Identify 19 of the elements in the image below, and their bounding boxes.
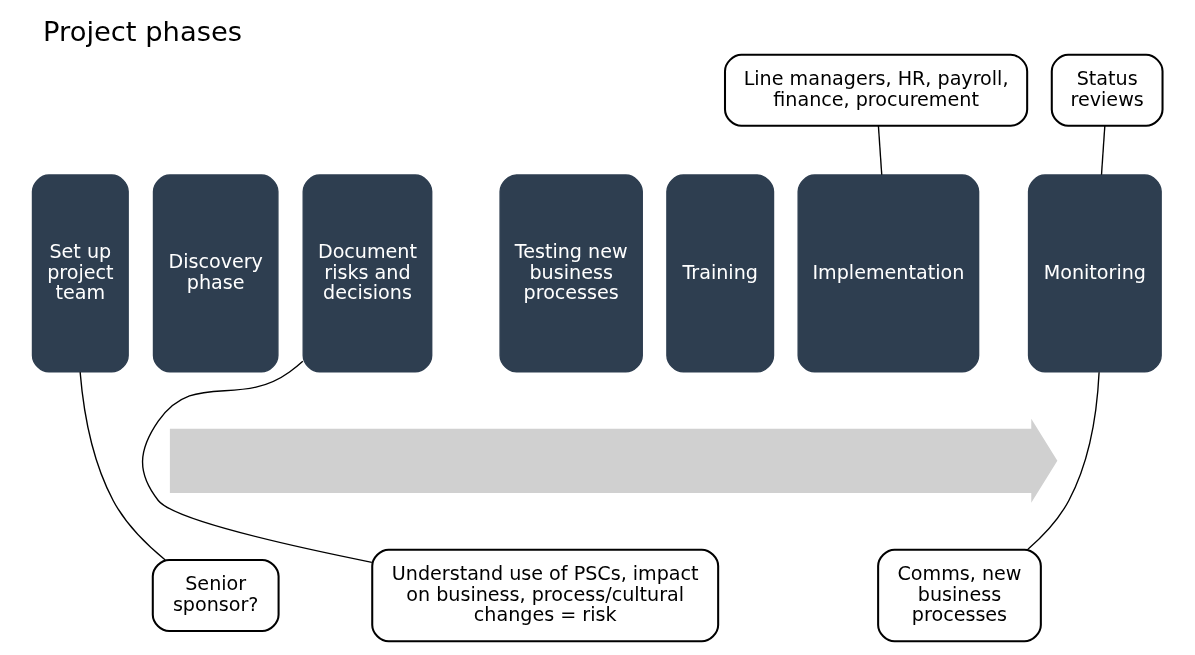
diagram-title: Project phases xyxy=(43,16,242,48)
connector xyxy=(1027,371,1100,550)
connector xyxy=(1100,125,1106,176)
connector xyxy=(79,371,166,561)
node-box: Monitoring xyxy=(1027,174,1162,373)
node-box: Document risks and decisions xyxy=(302,174,433,373)
connector xyxy=(877,125,883,176)
connector xyxy=(141,360,373,563)
node-box: Discovery phase xyxy=(152,174,279,373)
node-box: Testing new business processes xyxy=(499,174,643,373)
node-box: Set up project team xyxy=(31,174,129,373)
node-box: Status reviews xyxy=(1050,53,1164,127)
node-arrow xyxy=(169,418,1058,503)
node-box: Training xyxy=(666,174,775,373)
node-box: Comms, new business processes xyxy=(877,548,1042,643)
node-box: Implementation xyxy=(797,174,980,373)
node-box: Senior sponsor? xyxy=(151,558,280,633)
node-box: Understand use of PSCs, impact on business, process/cultural changes = risk xyxy=(371,548,720,643)
node-box: Line managers, HR, payroll, finance, procurement xyxy=(723,53,1029,127)
